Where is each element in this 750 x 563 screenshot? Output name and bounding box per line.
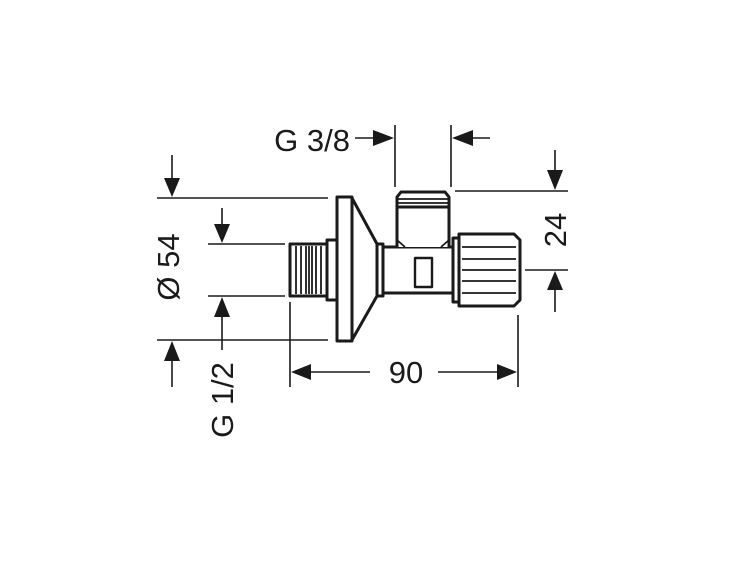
length-label: 90	[389, 355, 423, 390]
outlet-thread-label: G 3/8	[274, 123, 350, 158]
height-label: 24	[538, 213, 573, 247]
inlet-thread-label: G 1/2	[205, 362, 240, 438]
valve-body	[288, 190, 522, 343]
rosette-diameter-label: Ø 54	[151, 233, 186, 300]
dimension-outlet-thread: G 3/8	[274, 123, 490, 187]
dimension-length: 90	[289, 302, 519, 390]
dimension-height: 24	[455, 150, 573, 312]
dimension-inlet-thread: G 1/2	[205, 208, 285, 438]
dimension-rosette-diameter: Ø 54	[151, 155, 328, 387]
